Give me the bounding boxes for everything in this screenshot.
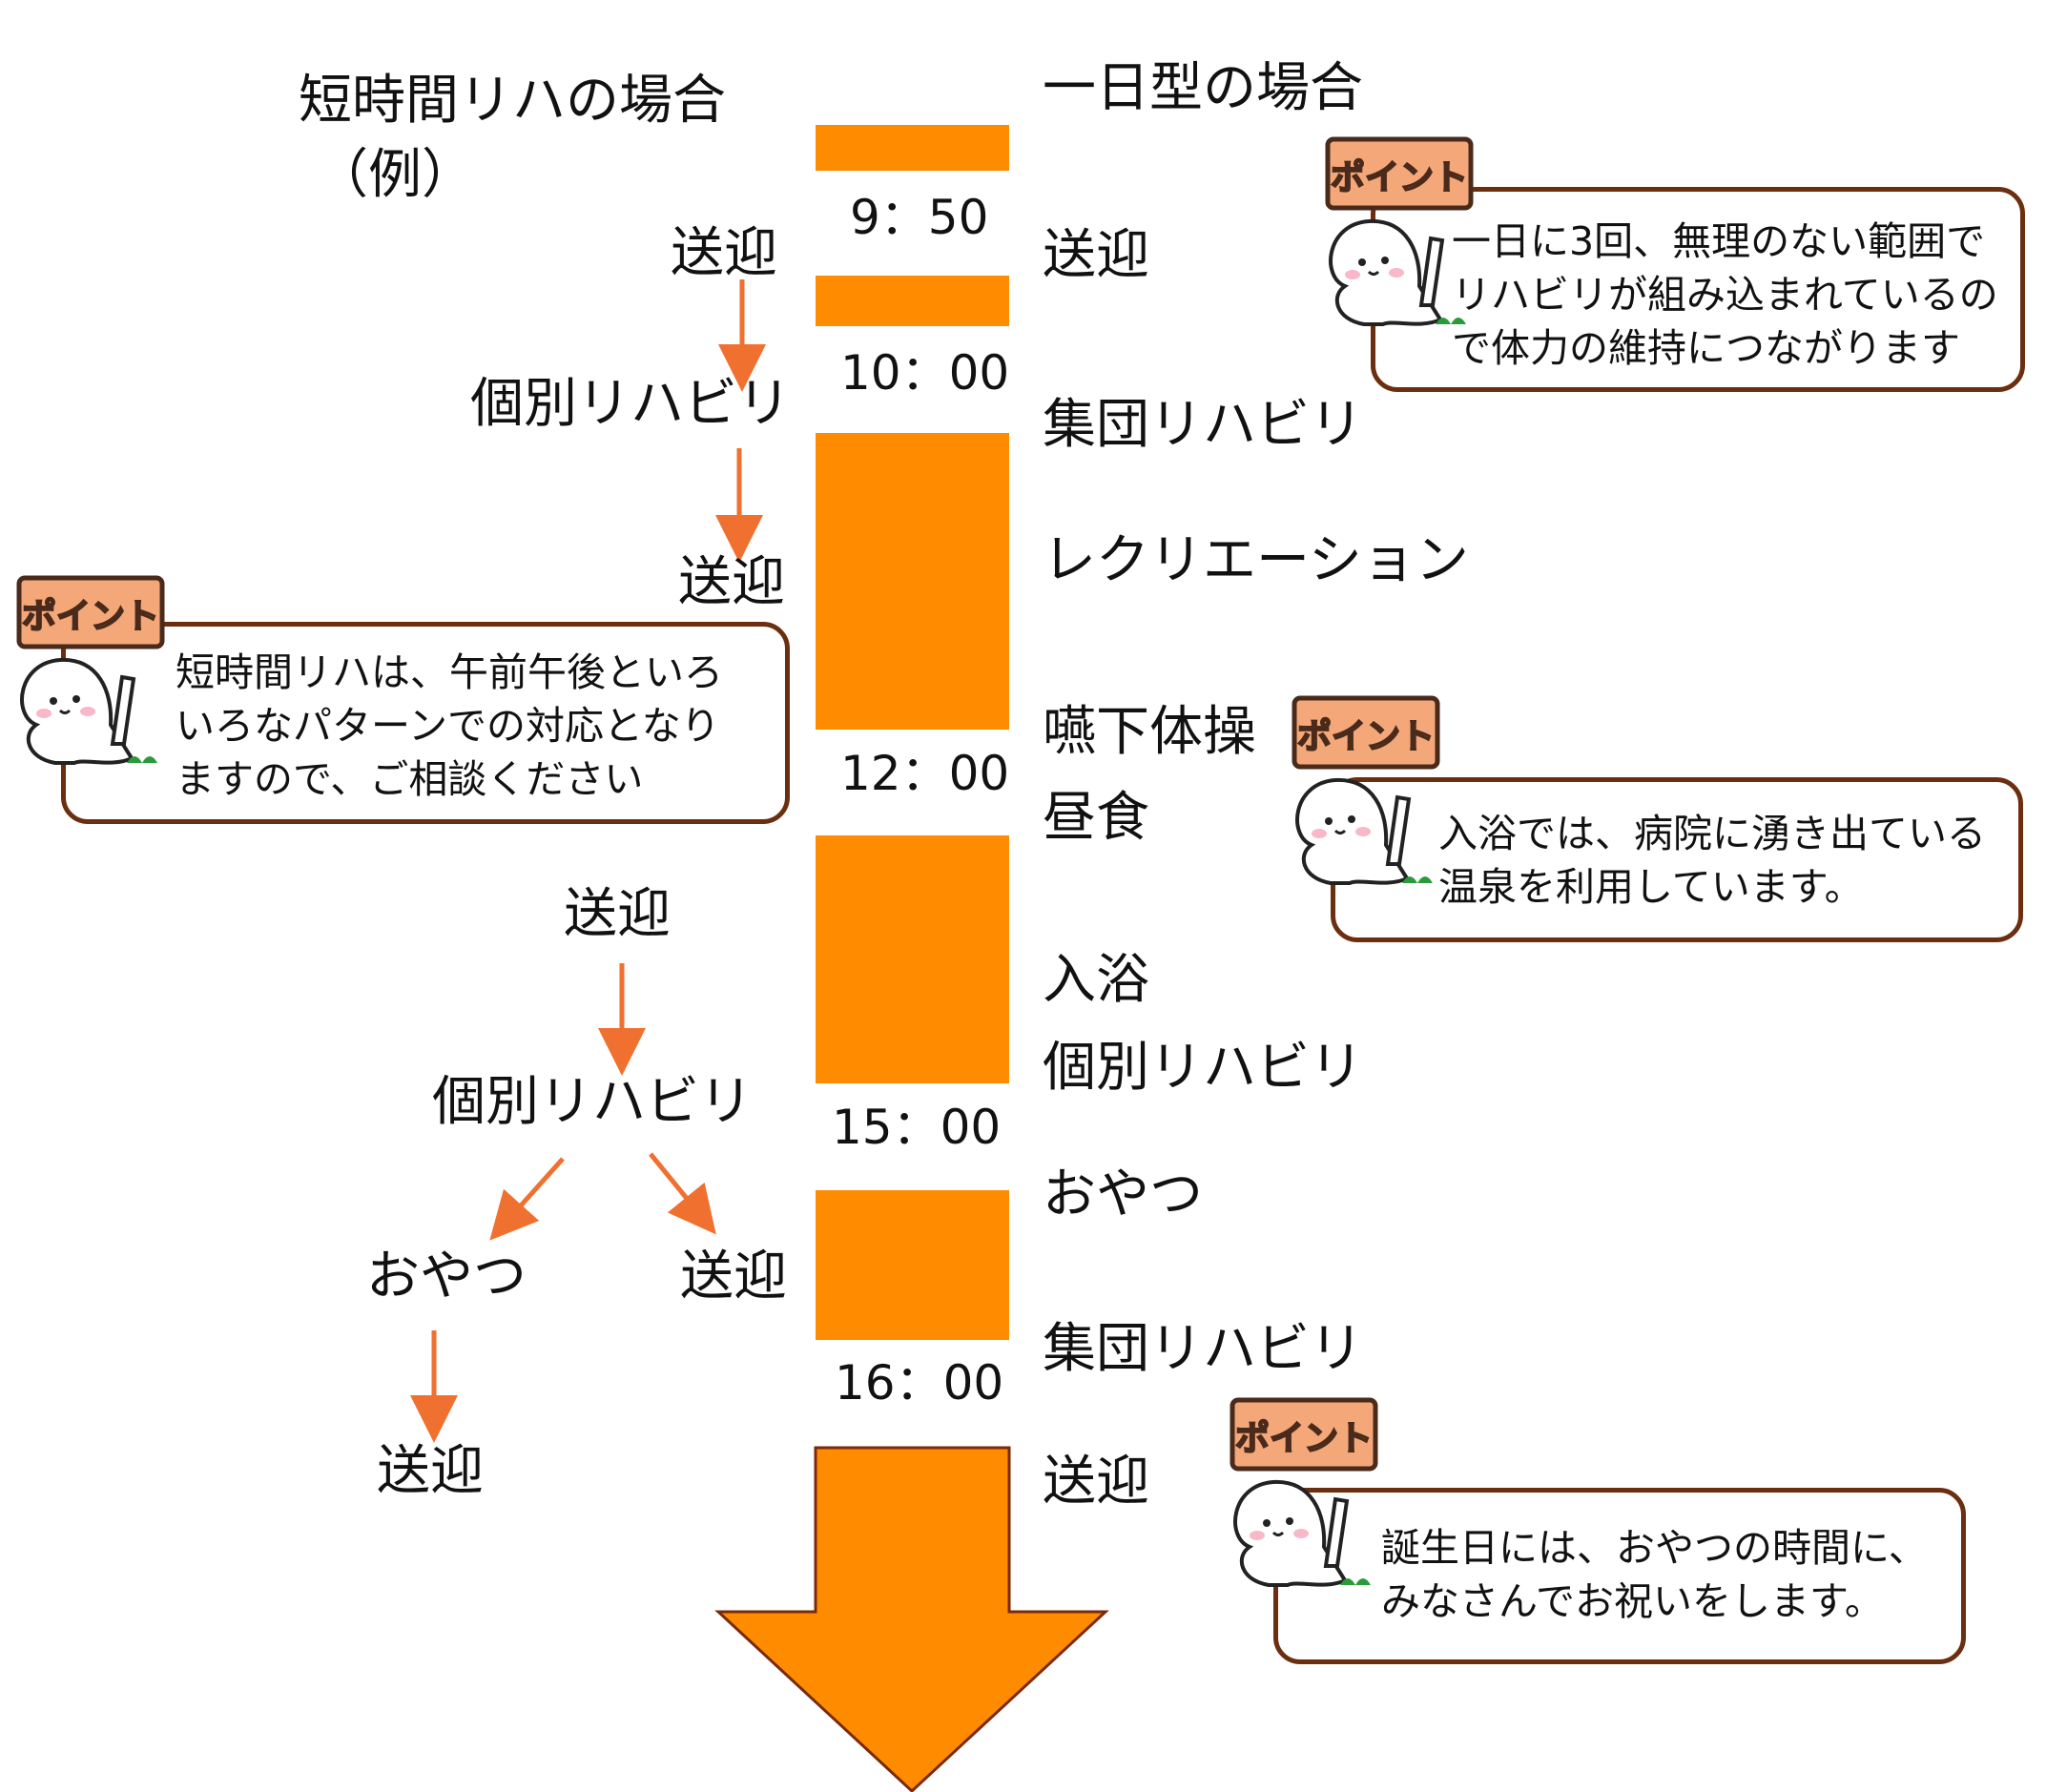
schedule-item: 集団リハビリ — [1043, 394, 1363, 456]
schedule-item: 昼食 — [1043, 787, 1149, 849]
badge-text: ポイント — [1235, 1418, 1373, 1458]
ghost-mascot-icon: ポイント — [16, 575, 165, 765]
badge-text: ポイント — [1297, 716, 1435, 756]
ghost-mascot-icon: ポイント — [1292, 695, 1440, 885]
flow-step: 送迎 — [678, 551, 785, 613]
point-callout: 一日に3回、無理のない範囲で リハビリが組み込まれているの で体力の維持につなが… — [1371, 187, 2025, 392]
schedule-item: 集団リハビリ — [1043, 1318, 1363, 1380]
badge-text: ポイント — [22, 596, 159, 636]
point-mascot: ポイント — [1221, 1394, 1393, 1608]
time-label: 15：00 — [832, 1100, 1002, 1155]
point-text: 一日に3回、無理のない範囲で リハビリが組み込まれているの で体力の維持につなが… — [1452, 218, 1998, 371]
schedule-item: 送迎 — [1043, 1451, 1149, 1513]
flow-step: 送迎 — [564, 883, 671, 945]
ghost-mascot-icon: ポイント — [1325, 136, 1474, 326]
schedule-item: 送迎 — [1043, 224, 1149, 286]
short-rehab-title: 短時間リハの場合 — [299, 70, 726, 132]
time-label: 12：00 — [840, 746, 1010, 801]
schedule-item: レクリエーション — [1043, 529, 1469, 591]
schedule-item: 嚥下体操 — [1043, 701, 1256, 763]
schedule-item: 入浴 — [1043, 949, 1149, 1011]
schedule-item: おやつ — [1043, 1164, 1203, 1226]
time-label: 9：50 — [850, 190, 989, 245]
short-rehab-subtitle: （例） — [315, 144, 475, 206]
time-label: 10：00 — [840, 345, 1010, 401]
point-text: 入浴では、病院に湧き出ている 温泉を利用しています。 — [1438, 811, 1986, 910]
ghost-mascot-icon: ポイント — [1230, 1397, 1378, 1587]
badge-text: ポイント — [1331, 157, 1468, 197]
flow-step: おやつ — [366, 1246, 527, 1308]
point-mascot: ポイント — [1283, 692, 1455, 906]
time-label: 16：00 — [835, 1355, 1004, 1411]
point-mascot: ポイント — [8, 572, 179, 786]
day-type-title: 一日型の場合 — [1043, 57, 1363, 119]
flow-step: 送迎 — [680, 1246, 787, 1308]
point-callout: 短時間リハは、午前午後といろ いろなパターンでの対応となり ますので、ご相談くだ… — [61, 622, 790, 824]
point-text: 誕生日には、おやつの時間に、 みなさんでお祝いをします。 — [1381, 1525, 1928, 1624]
point-text: 短時間リハは、午前午後といろ いろなパターンでの対応となり ますので、ご相談くだ… — [176, 649, 723, 802]
schedule-item: 個別リハビリ — [1043, 1037, 1363, 1099]
timeline-bar — [714, 125, 1109, 1792]
point-mascot: ポイント — [1316, 134, 1488, 347]
flow-step: 個別リハビリ — [470, 373, 791, 435]
flow-step: 送迎 — [671, 222, 777, 284]
flow-step: 個別リハビリ — [432, 1071, 753, 1133]
point-callout: 誕生日には、おやつの時間に、 みなさんでお祝いをします。 — [1273, 1488, 1966, 1664]
point-callout: 入浴では、病院に湧き出ている 温泉を利用しています。 — [1331, 777, 2023, 942]
flow-step: 送迎 — [377, 1440, 484, 1502]
timeline-arrowhead — [714, 1446, 1109, 1792]
flow-arrows — [410, 279, 766, 1443]
